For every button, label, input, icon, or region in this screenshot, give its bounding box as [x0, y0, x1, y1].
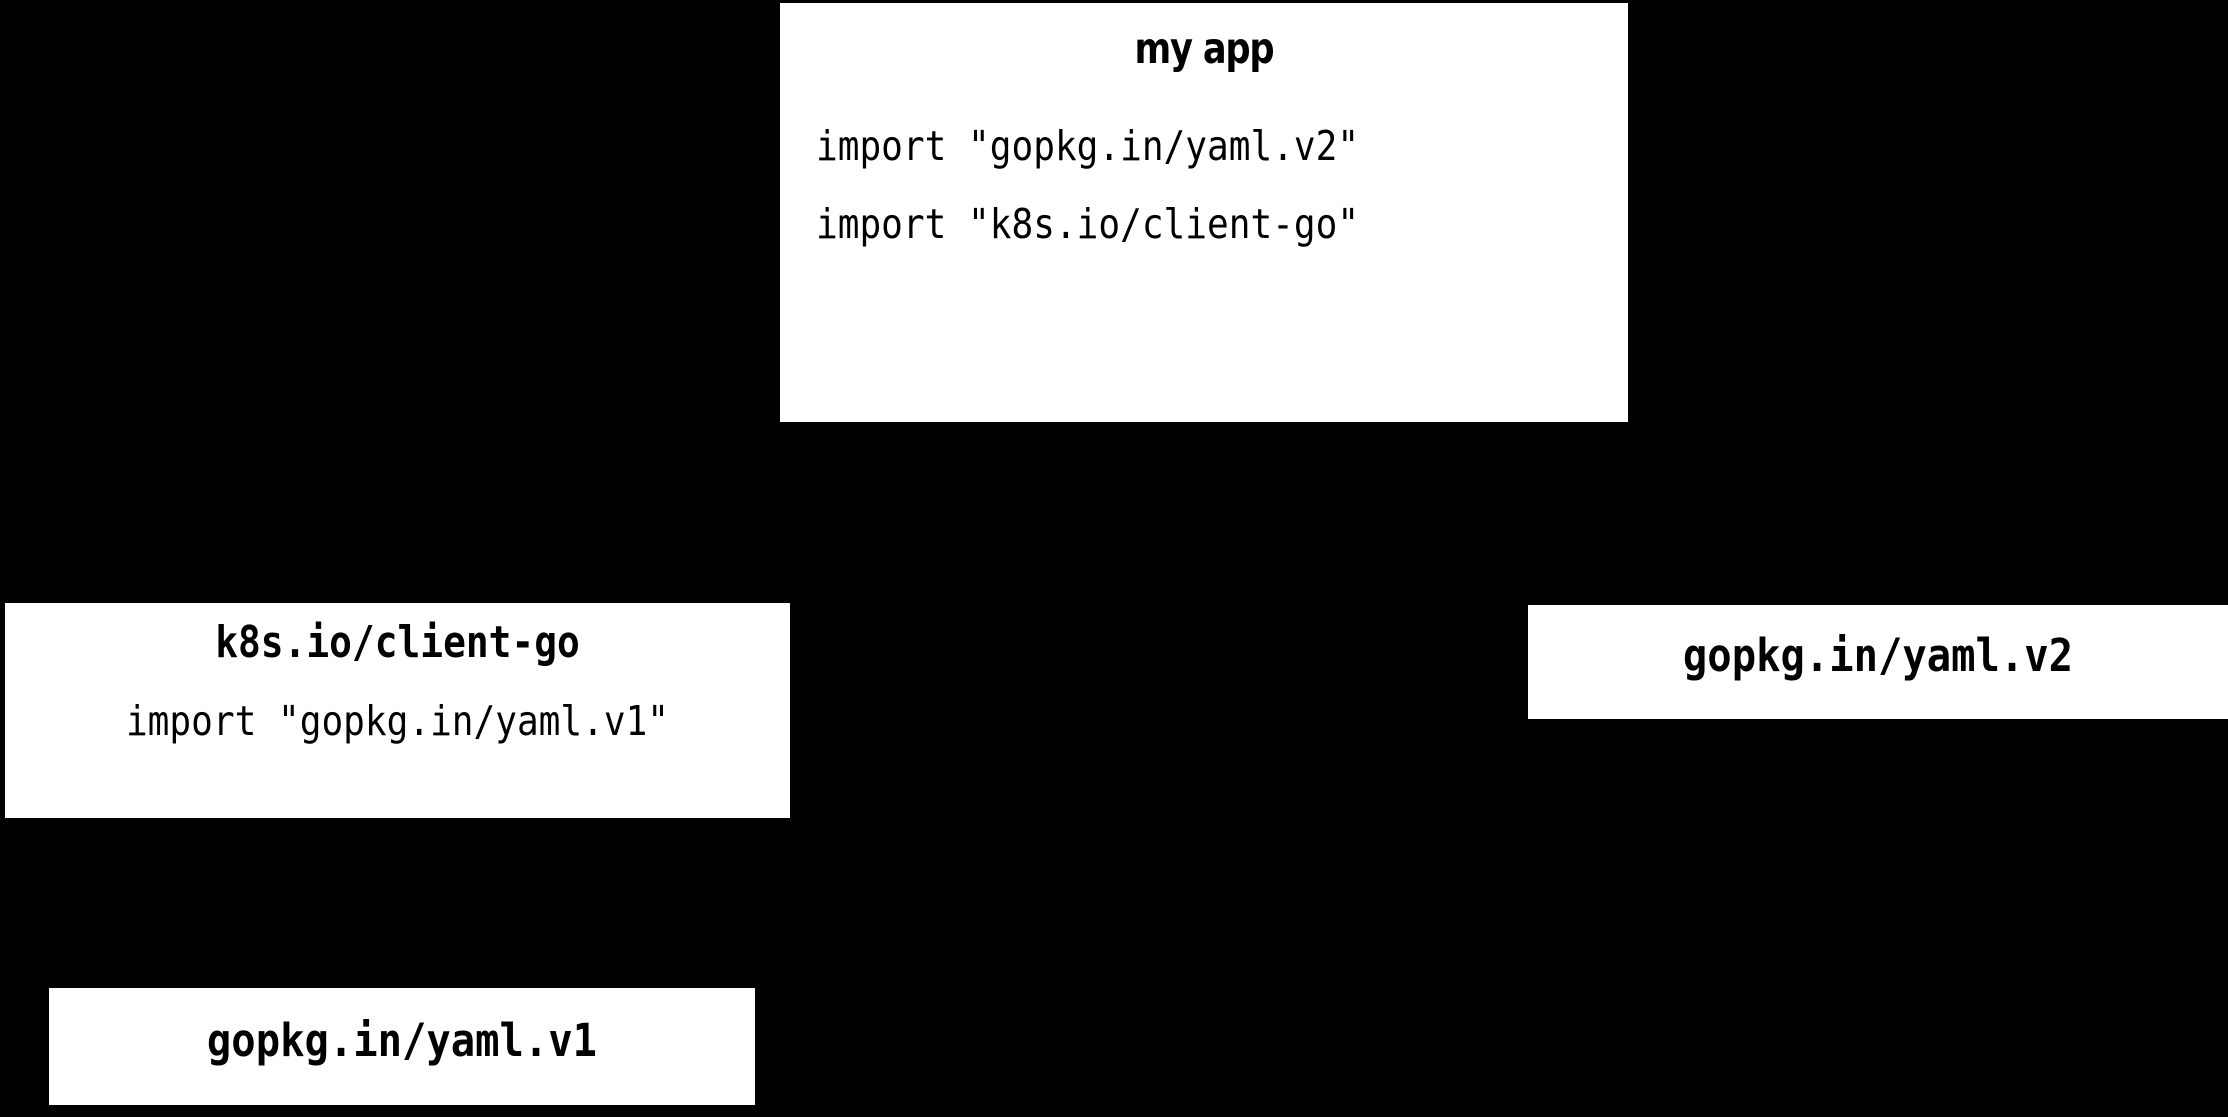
node-gopkg-yaml-v2[interactable]: gopkg.in/yaml.v2 — [1528, 605, 2228, 719]
node-my-app-imports: import "gopkg.in/yaml.v2" import "k8s.io… — [816, 123, 1664, 247]
node-gopkg-yaml-v1[interactable]: gopkg.in/yaml.v1 — [49, 988, 755, 1105]
node-gopkg-yaml-v1-title: gopkg.in/yaml.v1 — [206, 1014, 598, 1067]
node-my-app-title: my app — [1134, 24, 1275, 74]
import-statement-client-go: import "k8s.io/client-go" — [816, 200, 1360, 248]
node-my-app[interactable]: my app import "gopkg.in/yaml.v2" import … — [780, 3, 1628, 422]
node-k8s-client-go[interactable]: k8s.io/client-go import "gopkg.in/yaml.v… — [5, 603, 790, 818]
node-k8s-client-go-import: import "gopkg.in/yaml.v1" — [125, 697, 670, 745]
import-statement-yaml-v2: import "gopkg.in/yaml.v2" — [816, 122, 1360, 170]
node-gopkg-yaml-v2-title: gopkg.in/yaml.v2 — [1682, 629, 2074, 682]
node-k8s-client-go-title: k8s.io/client-go — [215, 617, 580, 668]
